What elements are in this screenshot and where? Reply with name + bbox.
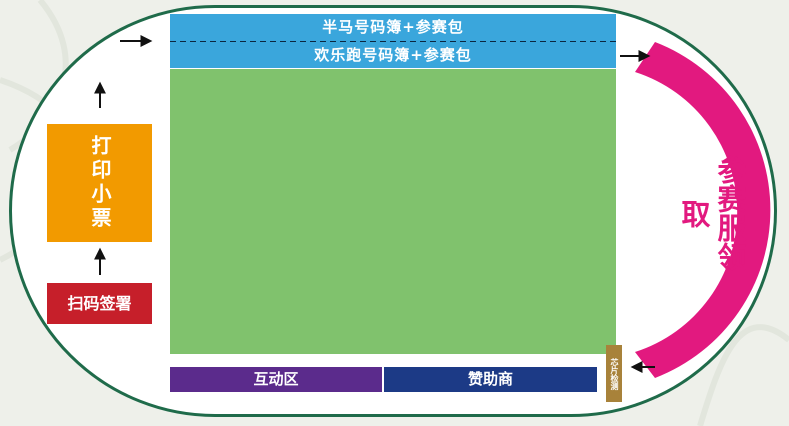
sponsor-zone: 赞助商	[384, 367, 597, 392]
jersey-pickup-arc	[635, 42, 771, 378]
scan-sign-zone: 扫码签署	[47, 283, 152, 324]
half-marathon-bib-pickup: 半马号码簿+参赛包	[170, 14, 616, 43]
central-field	[170, 69, 616, 354]
chip-check-zone: 芯片检测	[606, 345, 622, 402]
interactive-zone: 互动区	[170, 367, 382, 392]
jersey-pickup-label: 参赛服领取	[677, 155, 747, 271]
print-ticket-zone: 打印小票	[47, 124, 152, 242]
fun-run-bib-pickup: 欢乐跑号码簿+参赛包	[170, 42, 616, 68]
